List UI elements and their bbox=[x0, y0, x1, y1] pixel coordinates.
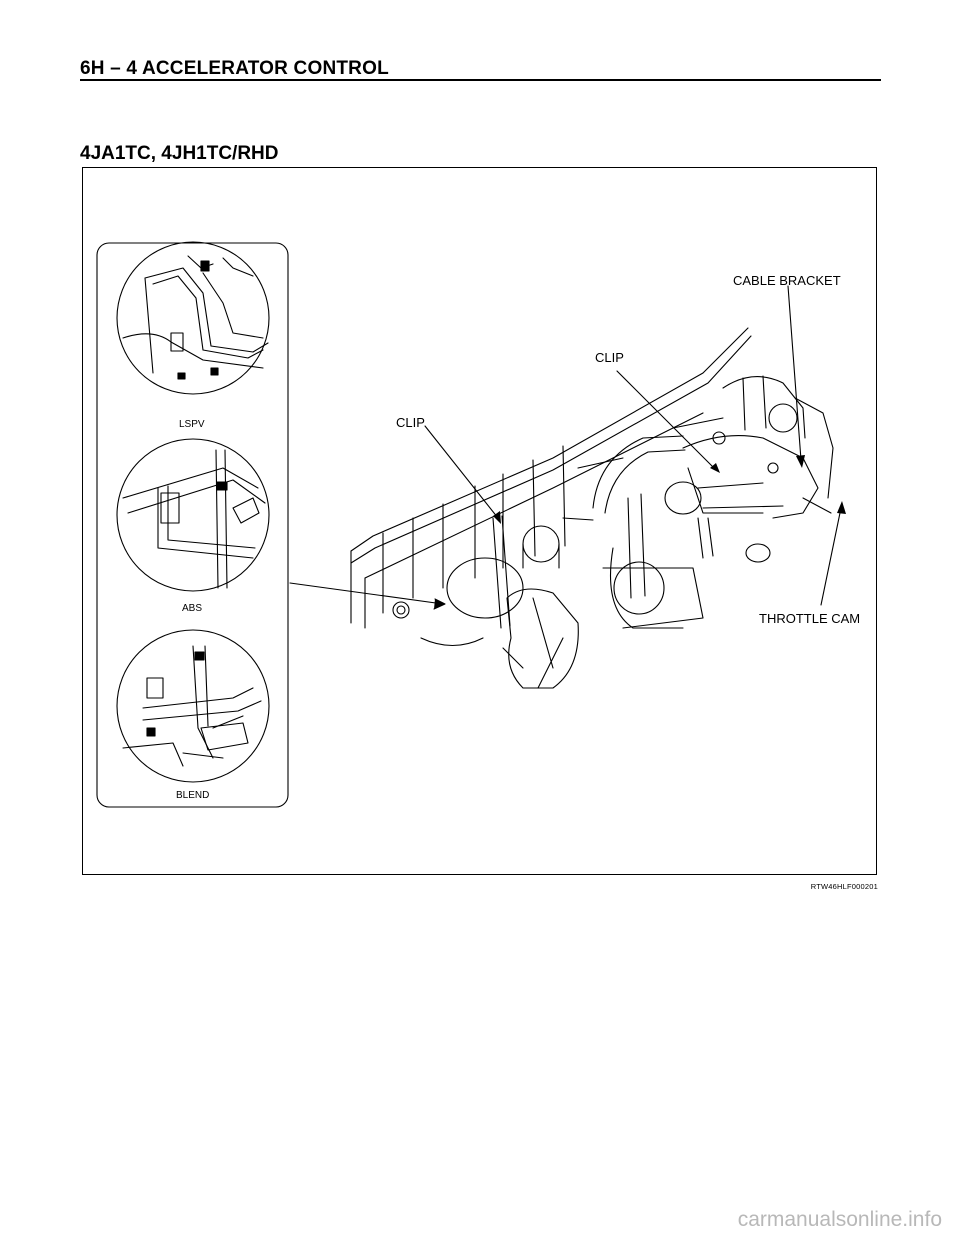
abs-inset-drawing bbox=[116, 438, 270, 592]
header-divider bbox=[80, 79, 881, 81]
blend-inset-drawing bbox=[116, 629, 270, 783]
watermark: carmanualsonline.info bbox=[737, 1208, 942, 1231]
figure-code: RTW46HLF000201 bbox=[810, 882, 878, 891]
leader-clip-upper bbox=[616, 370, 716, 470]
label-throttle-cam: THROTTLE CAM bbox=[759, 611, 860, 626]
figure-frame: CABLE BRACKET CLIP CLIP THROTTLE CAM LSP… bbox=[82, 167, 877, 875]
inset-label-blend: BLEND bbox=[176, 790, 209, 801]
inset-label-abs: ABS bbox=[182, 603, 202, 614]
inset-label-lspv: LSPV bbox=[179, 419, 205, 430]
leader-cable-bracket bbox=[787, 285, 802, 461]
label-clip-lower: CLIP bbox=[396, 415, 425, 430]
label-cable-bracket: CABLE BRACKET bbox=[733, 273, 841, 288]
label-clip-upper: CLIP bbox=[595, 350, 624, 365]
section-title: 4JA1TC, 4JH1TC/RHD bbox=[80, 143, 279, 164]
engine-bay-illustration: CABLE BRACKET CLIP CLIP THROTTLE CAM LSP… bbox=[96, 241, 860, 808]
engine-main-drawing bbox=[350, 327, 834, 689]
lspv-inset-drawing bbox=[116, 241, 270, 395]
page-header: 6H – 4 ACCELERATOR CONTROL bbox=[80, 58, 389, 79]
leader-throttle-cam bbox=[820, 507, 842, 606]
inset-panel bbox=[96, 242, 289, 808]
leader-clip-lower bbox=[424, 425, 499, 519]
